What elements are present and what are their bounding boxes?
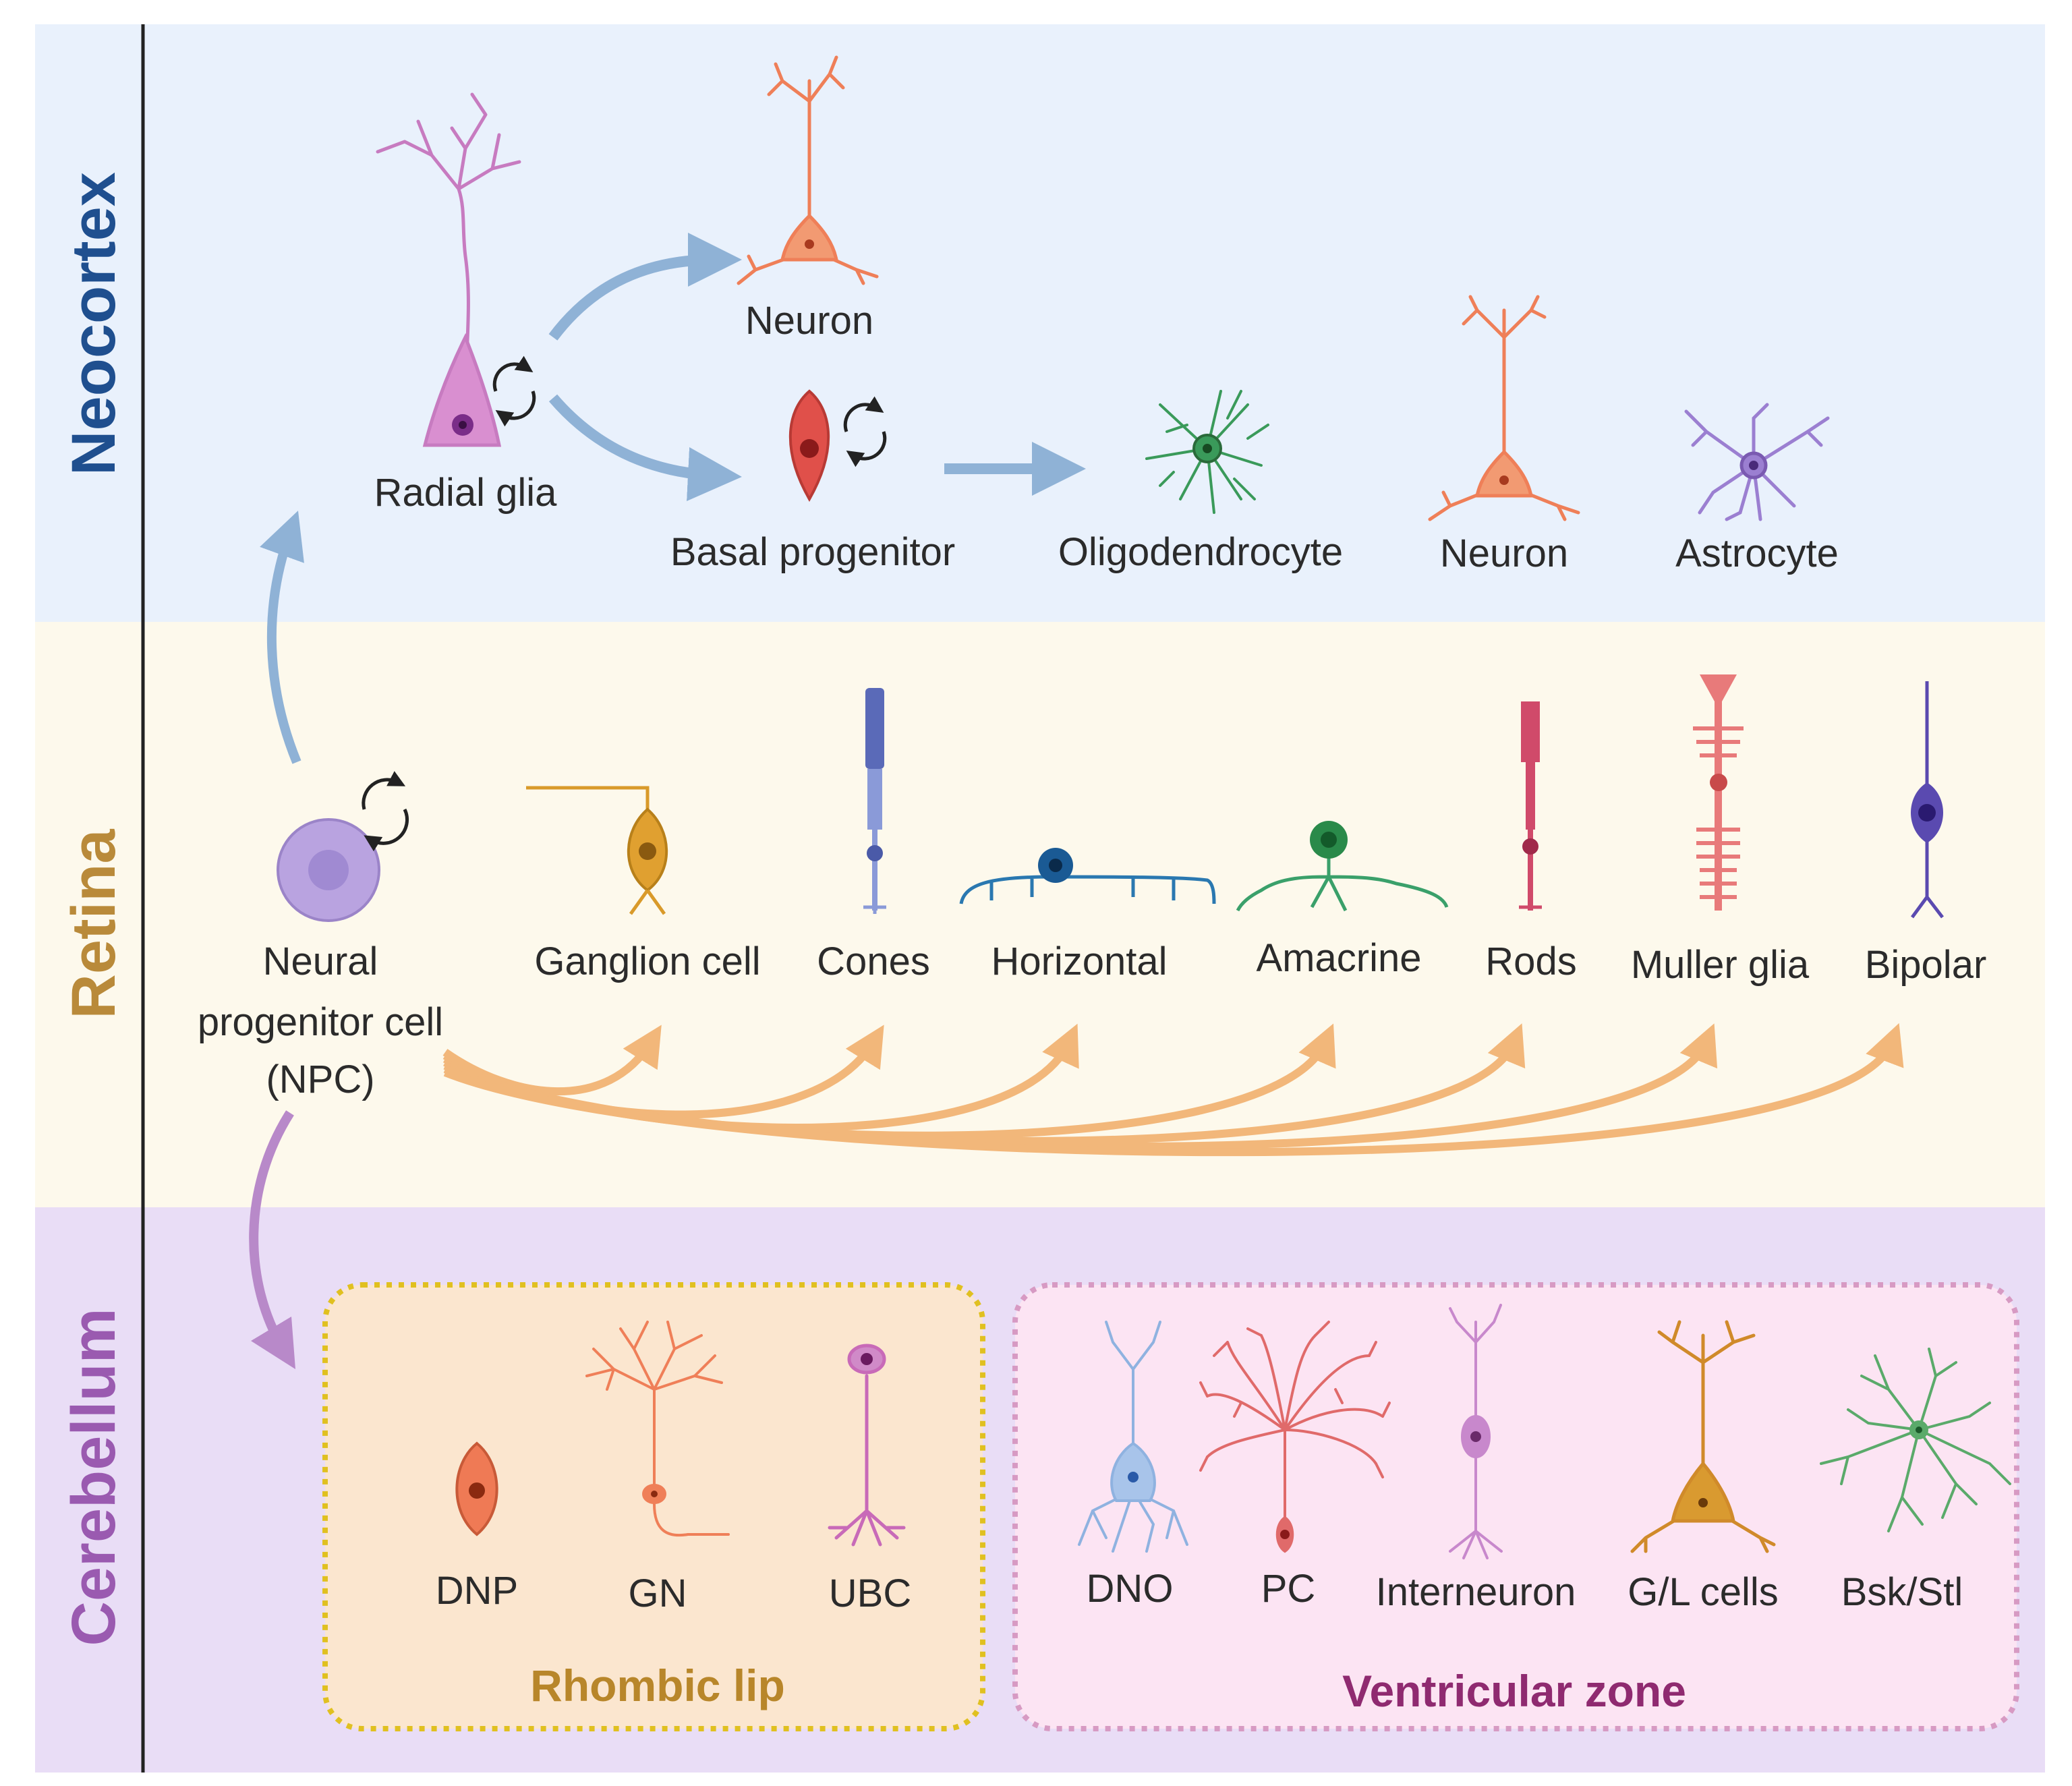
horizontal-label: Horizontal (991, 940, 1167, 983)
dno-label: DNO (1087, 1567, 1174, 1611)
basal-self-renew-icon (843, 396, 887, 467)
oligodendrocyte-icon (1145, 390, 1269, 514)
cones-icon (863, 688, 886, 914)
rhombic-lip-label: Rhombic lip (530, 1661, 785, 1710)
muller-glia-icon (1693, 674, 1744, 911)
ventricular-zone-label: Ventricular zone (1342, 1666, 1686, 1716)
npc-label-line1: Neural (263, 940, 378, 983)
cones-label: Cones (817, 940, 930, 983)
bsk-stl-icon (1820, 1348, 2011, 1532)
basal-progenitor-icon (788, 389, 830, 502)
amacrine-label: Amacrine (1257, 936, 1422, 980)
npc-self-renew-icon (362, 771, 409, 852)
npc-label-line3: (NPC) (266, 1058, 374, 1101)
interneuron-icon (1449, 1304, 1503, 1559)
rods-icon (1519, 701, 1542, 911)
oligodendrocyte-label: Oligodendrocyte (1058, 530, 1343, 574)
bsk-stl-label: Bsk/Stl (1841, 1570, 1963, 1614)
ubc-label: UBC (829, 1572, 911, 1615)
gl-cells-label: G/L cells (1628, 1570, 1778, 1614)
arrow-npc-to-radial (260, 511, 304, 764)
arrow-npc-to-cerebellum (249, 1110, 295, 1370)
ganglion-cell-icon (526, 786, 668, 915)
ubc-icon (828, 1344, 906, 1547)
cerebellum-label: Cerebellum (59, 1308, 128, 1646)
neuron-top-icon (737, 55, 879, 285)
neocortex-label: Neocortex (59, 172, 128, 476)
arrow-radial-to-basal (548, 394, 742, 501)
radial-glia-label: Radial glia (374, 471, 558, 515)
arrow-to-bipolar (443, 1023, 1904, 1157)
amacrine-icon (1236, 821, 1449, 912)
dno-icon (1078, 1321, 1188, 1553)
bipolar-icon (1910, 681, 1944, 919)
interneuron-label: Interneuron (1376, 1570, 1576, 1614)
ventricular-zone-box (1012, 1282, 2019, 1731)
horizontal-icon (959, 848, 1216, 904)
astrocyte-icon (1684, 403, 1830, 521)
basal-progenitor-label: Basal progenitor (670, 530, 955, 574)
npc-label-line2: progenitor cell (198, 1000, 443, 1044)
neocortex-band (35, 24, 2045, 622)
arrow-radial-to-neuron (548, 233, 742, 341)
retina-band (35, 622, 2045, 1207)
npc-icon (277, 818, 380, 922)
gn-icon (585, 1321, 730, 1537)
gl-cells-icon (1630, 1320, 1776, 1553)
astrocyte-label: Astrocyte (1675, 531, 1839, 575)
bipolar-label: Bipolar (1865, 943, 1987, 987)
dnp-icon (455, 1441, 498, 1536)
dnp-label: DNP (436, 1569, 518, 1613)
radial-glia-icon (376, 92, 521, 447)
pc-icon (1199, 1321, 1391, 1553)
gn-label: GN (629, 1572, 687, 1615)
neuron-label: Neuron (1440, 531, 1568, 575)
neuron-top-label: Neuron (745, 299, 873, 343)
retina-fate-arrows (442, 1023, 1904, 1157)
retina-label: Retina (59, 829, 128, 1019)
self-renew-icon (492, 355, 536, 427)
muller-glia-label: Muller glia (1631, 943, 1810, 987)
rods-label: Rods (1485, 940, 1576, 983)
ganglion-cell-label: Ganglion cell (534, 940, 760, 983)
neuron-icon (1428, 295, 1580, 521)
pc-label: PC (1261, 1567, 1316, 1611)
